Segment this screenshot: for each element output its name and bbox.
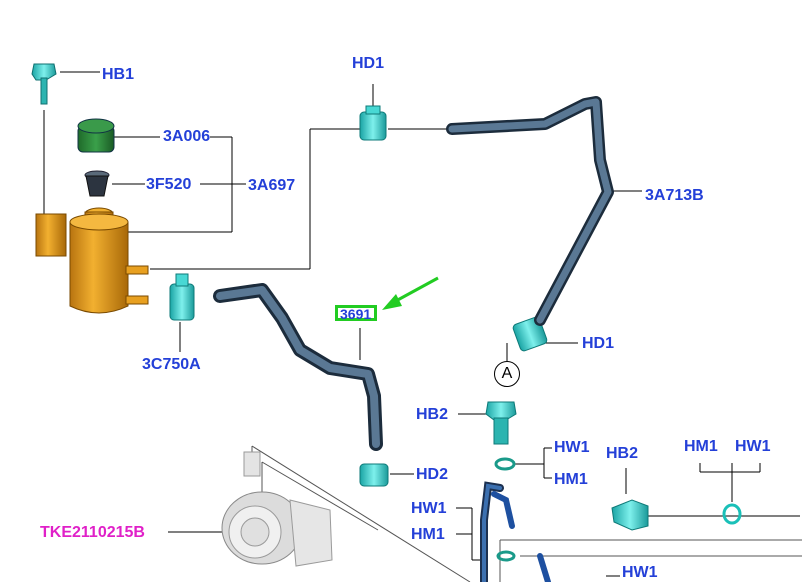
label-hw1-c: HW1 [411,500,447,517]
engine-outline [251,445,802,582]
hoses [213,96,614,451]
label-hw1-d: HW1 [622,564,658,581]
label-hw1-a: HW1 [554,439,590,456]
cap-3a006 [77,118,115,153]
lower-pipes [480,481,551,582]
o-ring-right [722,503,742,525]
bolt-hb1 [31,63,57,105]
label-3f520: 3F520 [146,176,192,193]
pointer-arrow [382,276,439,310]
leader-lines [43,71,800,577]
label-hd2: HD2 [416,466,449,483]
pump-housing [221,451,333,567]
label-3691: 3691 [340,306,372,322]
label-3a697: 3A697 [248,177,296,194]
label-hw1-b: HW1 [735,438,771,455]
label-hb2-left: HB2 [416,406,449,423]
label-hd1-mid: HD1 [582,335,615,352]
clamp-hd1-top [359,105,387,141]
label-hb2-right: HB2 [606,445,639,462]
label-hb1: HB1 [102,66,135,83]
reservoir [35,207,149,314]
clamp-hd2 [359,463,389,487]
reference-number: TKE2110215B [40,524,145,541]
label-3a006: 3A006 [163,128,211,145]
seal-3f520 [84,170,110,197]
highlighted-part-number: 3691 [335,305,377,322]
label-3a713b: 3A713B [645,187,704,204]
label-hm1-b: HM1 [684,438,718,455]
label-3c750a: 3C750A [142,356,201,373]
label-hm1-c: HM1 [411,526,445,543]
fitting-hb2-right [611,499,649,531]
view-marker-a: A [494,361,520,387]
label-hd1-top: HD1 [352,55,385,72]
bolt-hb2-left [485,401,517,445]
o-ring-upper [494,457,516,471]
label-hm1-a: HM1 [554,471,588,488]
clamp-3c750a [169,273,195,321]
